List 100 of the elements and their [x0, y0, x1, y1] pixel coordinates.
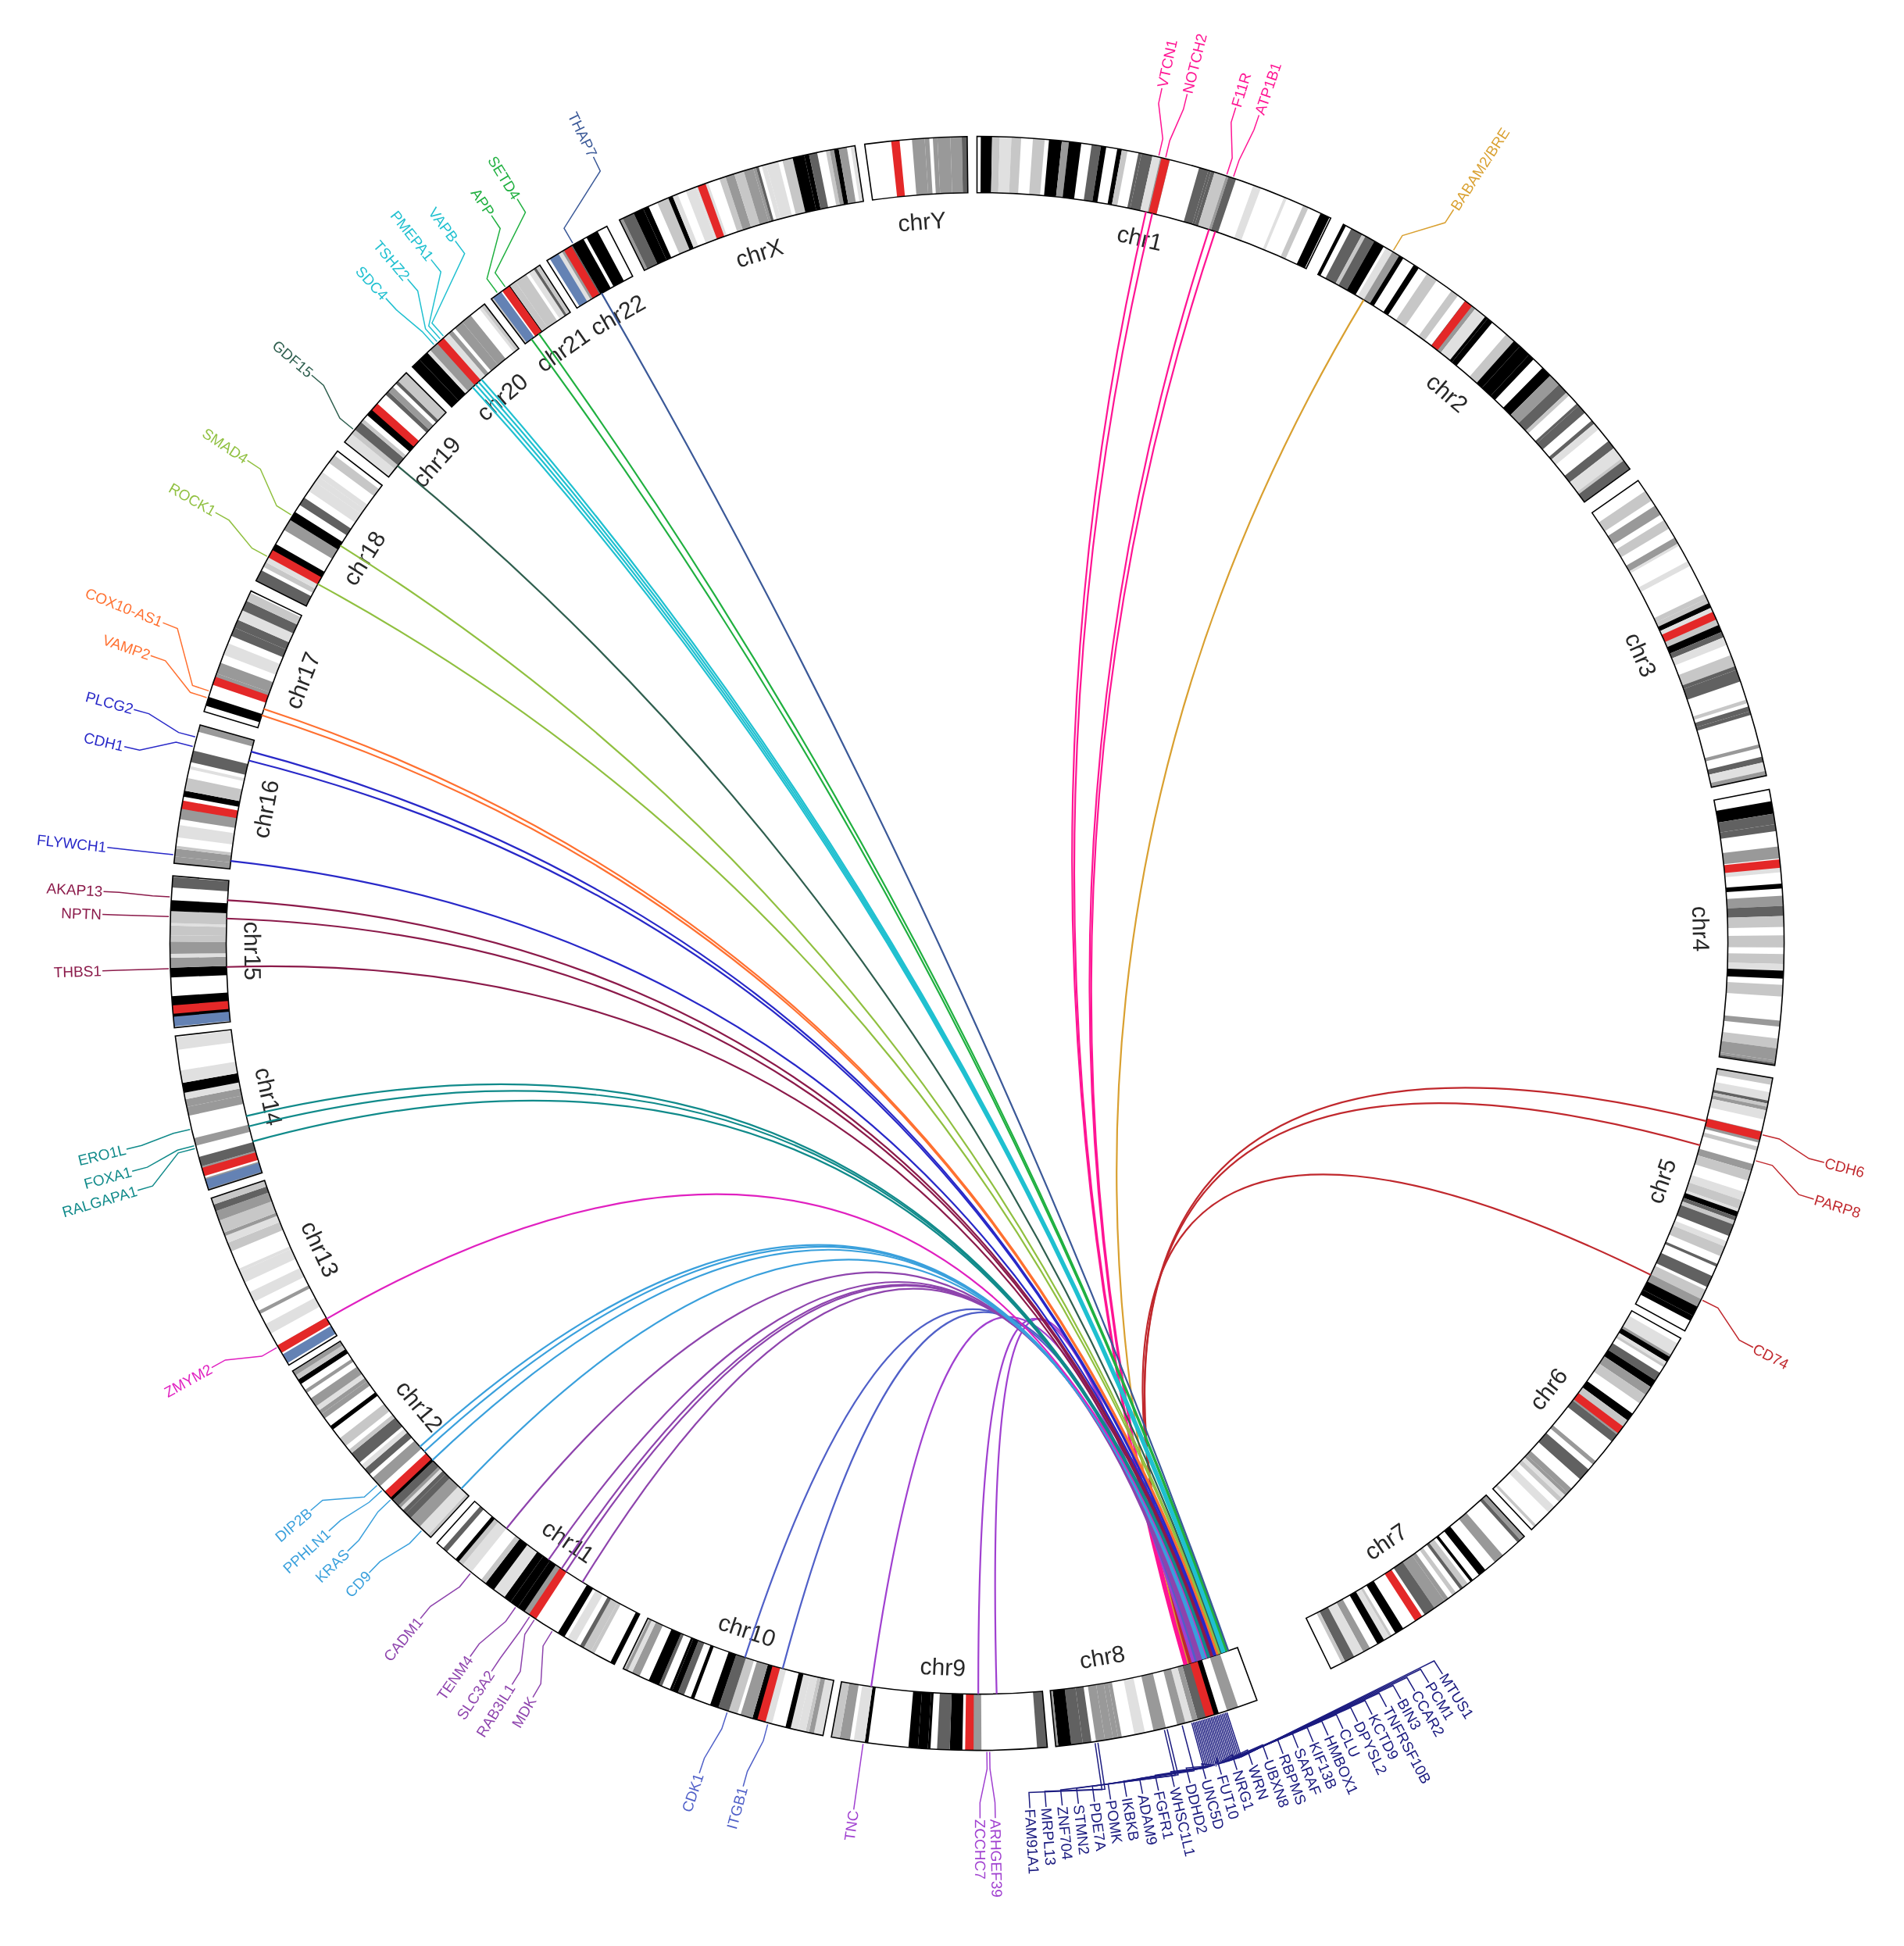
chromosome-label: chr14	[255, 1069, 283, 1126]
leader-line	[123, 741, 194, 751]
leader-line	[1762, 1134, 1825, 1163]
leader-line	[1138, 1721, 1209, 1794]
leader-line	[1076, 1728, 1179, 1805]
gene-label: NOTCH2	[1182, 34, 1207, 94]
leader-line	[420, 1573, 471, 1619]
leader-line	[1123, 1722, 1207, 1798]
chromosome-label: chr1	[1117, 227, 1160, 252]
leader-line	[385, 298, 435, 345]
leader-line	[989, 1751, 996, 1819]
leader-line	[427, 259, 442, 340]
gene-label: THBS1	[53, 966, 102, 978]
gene-label: CDH1	[84, 733, 122, 752]
chromosome-label: chr17	[288, 651, 319, 709]
gene-label: CDK1	[683, 1775, 704, 1812]
leader-line	[1028, 1742, 1103, 1809]
leader-line	[1209, 1717, 1284, 1764]
chromosome-label: chr15	[244, 923, 262, 980]
leader-line	[1202, 1719, 1223, 1776]
leader-line	[102, 968, 170, 972]
gene-label: POMK	[1106, 1801, 1123, 1844]
leader-line	[162, 622, 210, 692]
chromosome-label: chr8	[1081, 1645, 1125, 1669]
leader-line	[494, 198, 527, 287]
link-curve	[1116, 299, 1365, 1664]
leader-line	[1206, 1718, 1253, 1766]
leader-line	[1702, 1299, 1754, 1348]
leader-line	[137, 1148, 196, 1191]
leader-line	[1223, 1676, 1416, 1759]
leader-line	[563, 156, 602, 244]
gene-label: NPTN	[62, 908, 101, 919]
leader-line	[1059, 1729, 1177, 1806]
leader-line	[1392, 209, 1455, 252]
gene-label: ERO1L	[78, 1145, 127, 1166]
gene-label: ARHGEF39	[990, 1819, 1002, 1897]
chromosome-label: chrX	[737, 238, 784, 267]
chromosome-label: chr7	[1367, 1523, 1404, 1559]
gene-label: CD74	[1753, 1344, 1788, 1369]
gene-label: PLCG2	[85, 691, 133, 715]
leader-line	[131, 1145, 195, 1173]
leader-line	[1233, 114, 1260, 177]
chromosome-label: chr2	[1427, 377, 1467, 413]
leader-line	[486, 215, 501, 294]
gene-label: FAM91A1	[1024, 1809, 1039, 1874]
leader-line	[1200, 1719, 1216, 1780]
leader-line	[1091, 1724, 1195, 1803]
leader-line	[347, 1499, 391, 1552]
chromosome-label: chrY	[898, 212, 945, 232]
leader-line	[368, 1530, 423, 1573]
chromosome-label: chr3	[1626, 634, 1656, 677]
leader-line	[1215, 1713, 1344, 1762]
leader-line	[311, 374, 354, 430]
gene-label: MRPL13	[1041, 1809, 1056, 1866]
gene-label: TNC	[844, 1810, 859, 1841]
leader-line	[150, 655, 208, 698]
leader-line	[106, 846, 174, 855]
leader-line	[211, 1347, 277, 1369]
leader-line	[511, 1619, 535, 1686]
gene-label: CDH6	[1825, 1159, 1864, 1177]
leader-line	[1044, 1742, 1106, 1808]
leader-line	[1107, 1722, 1206, 1801]
gene-label: ITGB1	[727, 1789, 748, 1829]
leader-line	[102, 913, 170, 918]
leader-line	[742, 1723, 769, 1787]
chromosome-label: chr13	[302, 1223, 338, 1277]
gene-label: ZCCHC7	[974, 1819, 986, 1879]
leader-line	[406, 278, 438, 342]
leader-line	[431, 240, 466, 337]
leader-line	[246, 459, 292, 516]
leader-line	[126, 1128, 191, 1150]
gene-label: ZNF704	[1057, 1807, 1073, 1860]
link-curve	[326, 1194, 1208, 1659]
leader-line	[328, 1490, 383, 1532]
leader-line	[215, 512, 268, 557]
leader-line	[1213, 1716, 1329, 1762]
chromosome-label: chr22	[592, 295, 647, 334]
gene-label: STMN2	[1073, 1805, 1090, 1855]
leader-line	[532, 1630, 553, 1698]
leader-line	[1212, 1716, 1314, 1763]
gene-label: IKBKB	[1122, 1798, 1139, 1841]
leader-line	[470, 1606, 516, 1658]
leader-line	[1210, 1716, 1299, 1763]
leader-line	[133, 709, 196, 737]
chromosome-label: chr10	[719, 1616, 775, 1646]
leader-line	[852, 1743, 864, 1811]
leader-line	[1216, 1706, 1359, 1762]
chromosome-label: chr4	[1691, 907, 1710, 952]
leader-line	[1207, 1717, 1269, 1765]
leader-line	[491, 1616, 530, 1673]
leader-line	[1165, 93, 1188, 158]
gene-label: AKAP13	[46, 883, 102, 897]
leader-line	[309, 1484, 378, 1512]
leader-line	[1226, 107, 1237, 175]
chromosome-label: chr16	[254, 780, 279, 837]
leader-line	[1755, 1160, 1815, 1200]
gene-label: PARP8	[1814, 1194, 1860, 1218]
leader-line	[979, 1751, 988, 1819]
chromosome-label: chr9	[920, 1657, 965, 1676]
leader-line	[1170, 1720, 1212, 1788]
